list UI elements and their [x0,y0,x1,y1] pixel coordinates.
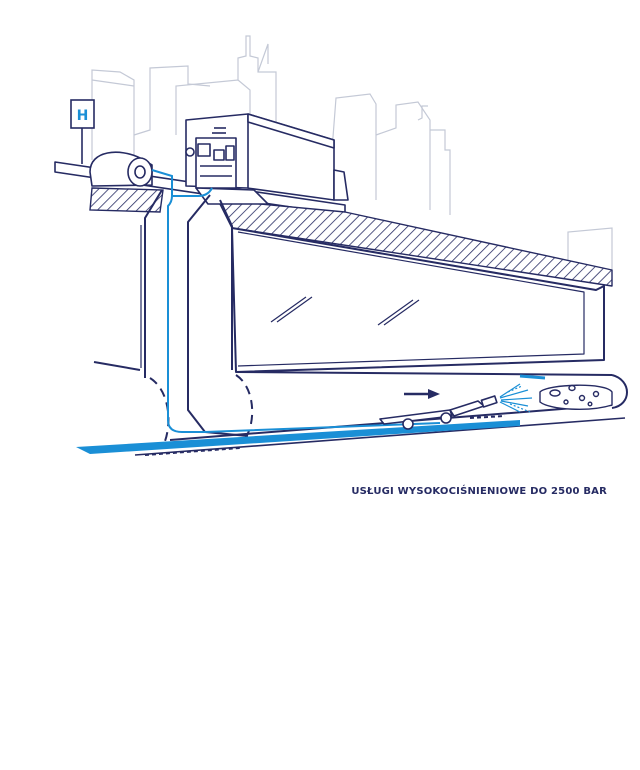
flow-direction-arrow [404,389,440,399]
jetting-nozzle-sled [379,395,498,430]
hose-reel-trailer [89,151,153,187]
combination-truck [185,113,349,205]
city-skyline [91,35,613,270]
h-sign-letter: H [77,108,89,124]
hose-to-truck [172,187,213,197]
sewer-chamber [231,227,605,373]
left-manhole-shaft [93,189,170,449]
debris [539,384,613,410]
water-jet-spray [499,383,533,413]
h-sign: H [70,99,95,164]
caption-high-pressure-services: USŁUGI WYSOKOCIŚNIENIOWE DO 2500 BAR [351,486,607,497]
water-flow [76,420,520,454]
right-manhole-shaft [187,194,254,441]
sewer-cleaning-illustration: H [54,35,628,456]
jetting-hose [151,169,441,433]
